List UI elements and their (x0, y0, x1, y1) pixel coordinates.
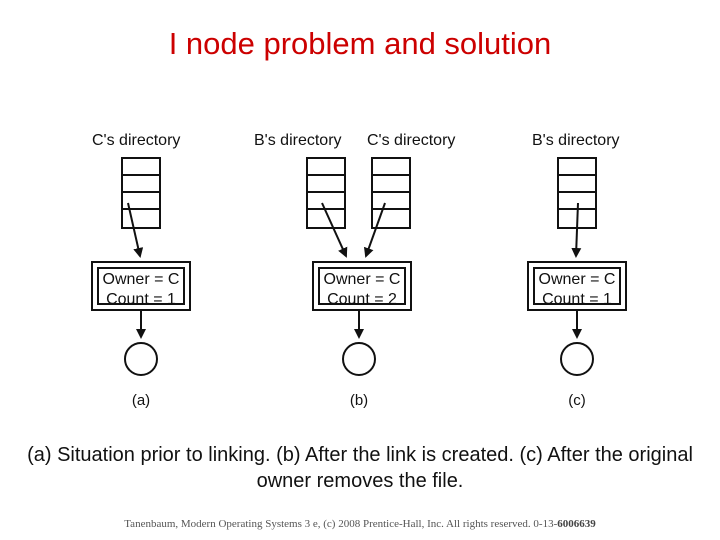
directory-entry (123, 176, 159, 193)
directory-to-inode-arrow (321, 202, 348, 258)
directory-entry (373, 159, 409, 176)
directory-entry (123, 193, 159, 210)
inode-owner: Owner = C (323, 271, 401, 288)
directory-to-inode-arrow (363, 202, 386, 258)
directory-entry (123, 159, 159, 176)
directory-entry (559, 176, 595, 193)
footer-text: Tanenbaum, Modern Operating Systems 3 e,… (124, 518, 558, 530)
directory-entry (308, 176, 344, 193)
directory-entry (308, 159, 344, 176)
file-circle (124, 342, 158, 376)
directory-entry (373, 176, 409, 193)
directory-table-c (371, 157, 411, 229)
directory-label-b: B's directory (532, 132, 620, 149)
panel-label-b: (b) (349, 392, 369, 409)
inode-count: Count = 2 (327, 291, 397, 308)
inode-fields: Owner = C Count = 1 (533, 267, 621, 308)
directory-entry (559, 159, 595, 176)
directory-label-c: C's directory (92, 132, 181, 149)
slide-title: I node problem and solution (168, 26, 552, 61)
directory-entry (308, 193, 344, 210)
directory-label-c: C's directory (367, 132, 456, 149)
inode-owner: Owner = C (538, 271, 616, 288)
inode-count: Count = 1 (106, 291, 176, 308)
directory-table-b (306, 157, 346, 229)
panel-label-a: (a) (131, 392, 151, 409)
directory-table-c (121, 157, 161, 229)
inode-owner: Owner = C (102, 271, 180, 288)
inode-count: Count = 1 (542, 291, 612, 308)
figure-caption: (a) Situation prior to linking. (b) Afte… (27, 444, 693, 492)
directory-to-inode-arrow (127, 202, 144, 258)
inode-fields: Owner = C Count = 2 (318, 267, 406, 308)
inode-fields: Owner = C Count = 1 (97, 267, 185, 308)
directory-entry (373, 193, 409, 210)
footer-isbn: 6006639 (557, 518, 596, 530)
directory-label-b: B's directory (254, 132, 342, 149)
copyright-footer: Tanenbaum, Modern Operating Systems 3 e,… (0, 518, 720, 530)
directory-to-inode-arrow (571, 202, 582, 258)
inode-box: Owner = C Count = 2 (312, 261, 412, 311)
inode-box: Owner = C Count = 1 (527, 261, 627, 311)
panel-label-c: (c) (568, 392, 586, 409)
file-circle (342, 342, 376, 376)
file-circle (560, 342, 594, 376)
inode-box: Owner = C Count = 1 (91, 261, 191, 311)
